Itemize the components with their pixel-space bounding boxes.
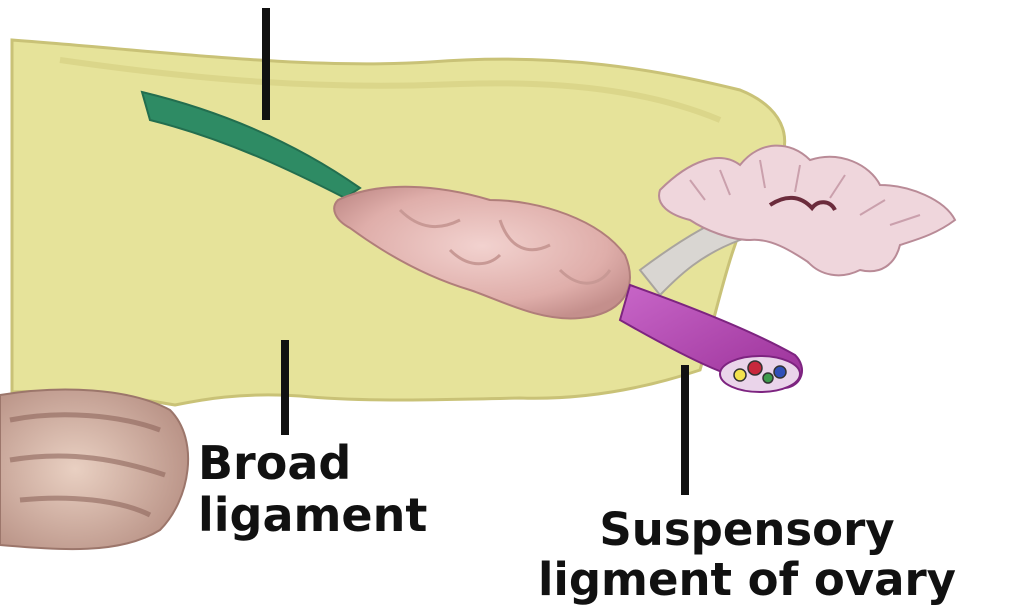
vessel-red [748,361,762,375]
uterus [0,390,188,550]
vessel-blue [774,366,786,378]
vessel-green [763,373,773,383]
suspensory-ligament-label: Suspensory ligment of ovary [538,505,956,606]
leader-line-broad-ligament [281,340,289,435]
leader-line-suspensory-ligament [681,365,689,495]
leader-line-top [262,8,270,120]
broad-ligament-label-line1: Broad [198,438,427,490]
broad-ligament-label-line2: ligament [198,490,427,542]
suspensory-ligament-label-line1: Suspensory [538,505,956,555]
suspensory-ligament-cut-end [720,356,800,392]
suspensory-ligament-label-line2: ligment of ovary [538,555,956,605]
vessel-yellow [734,369,746,381]
broad-ligament-label: Broad ligament [198,438,427,541]
